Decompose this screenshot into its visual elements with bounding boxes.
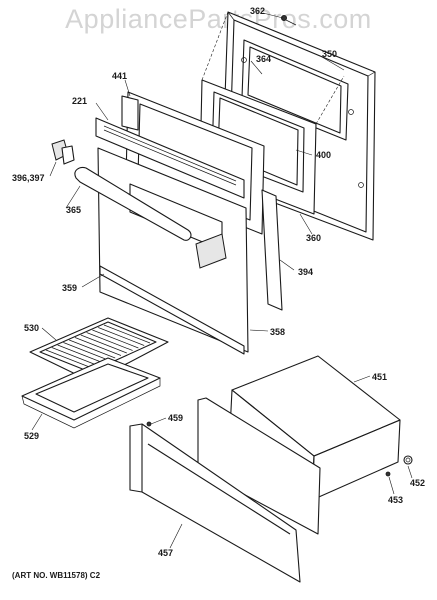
watermark: AppliancePartsPros.com	[65, 4, 372, 34]
grid-slot	[80, 334, 127, 354]
art-number: (ART NO. WB11578) C2	[12, 571, 101, 580]
part-530-broiler-grid	[29, 317, 169, 383]
part-221-vent-trim	[95, 117, 245, 199]
grid-slot	[98, 327, 145, 346]
grid-slot	[63, 342, 110, 361]
callout-396-397: 396,397	[12, 173, 45, 183]
part-452-glide	[403, 455, 413, 465]
callout-359: 359	[62, 283, 78, 293]
callout-451: 451	[372, 372, 388, 382]
callout-364: 364	[256, 54, 272, 64]
callout-394: 394	[298, 267, 314, 277]
part-362-screw	[280, 14, 297, 26]
callout-362: 362	[250, 6, 266, 16]
callout-400: 400	[316, 150, 332, 160]
callout-457: 457	[158, 548, 174, 558]
callout-350: 350	[322, 49, 338, 59]
grid-slot	[103, 324, 151, 344]
callout-358: 358	[270, 327, 286, 337]
grid-slot	[69, 339, 116, 359]
callout-459: 459	[168, 413, 184, 423]
callout-441: 441	[112, 71, 128, 81]
part-394-side-trim	[261, 189, 283, 311]
grid-slot	[45, 349, 93, 369]
callout-453: 453	[388, 495, 404, 505]
grid-slot	[92, 329, 139, 349]
part-529-broiler-pan	[21, 357, 161, 429]
part-396-397-hinge	[51, 139, 75, 165]
leader-lines	[31, 12, 413, 549]
part-459-screw	[146, 421, 152, 427]
grid-slot	[86, 332, 133, 351]
callout-529: 529	[24, 431, 40, 441]
part-359-bottom-trim	[99, 265, 245, 355]
callout-365: 365	[66, 205, 82, 215]
grid-slot	[74, 337, 122, 356]
callout-530: 530	[24, 323, 40, 333]
part-457-drawer-front	[129, 423, 301, 583]
callout-221: 221	[72, 96, 88, 106]
grid-slot	[51, 347, 98, 366]
grid-slot	[57, 344, 104, 364]
callout-360: 360	[306, 233, 322, 243]
callout-452: 452	[410, 478, 426, 488]
part-365-handle	[74, 166, 192, 241]
part-453-screw	[385, 471, 391, 477]
